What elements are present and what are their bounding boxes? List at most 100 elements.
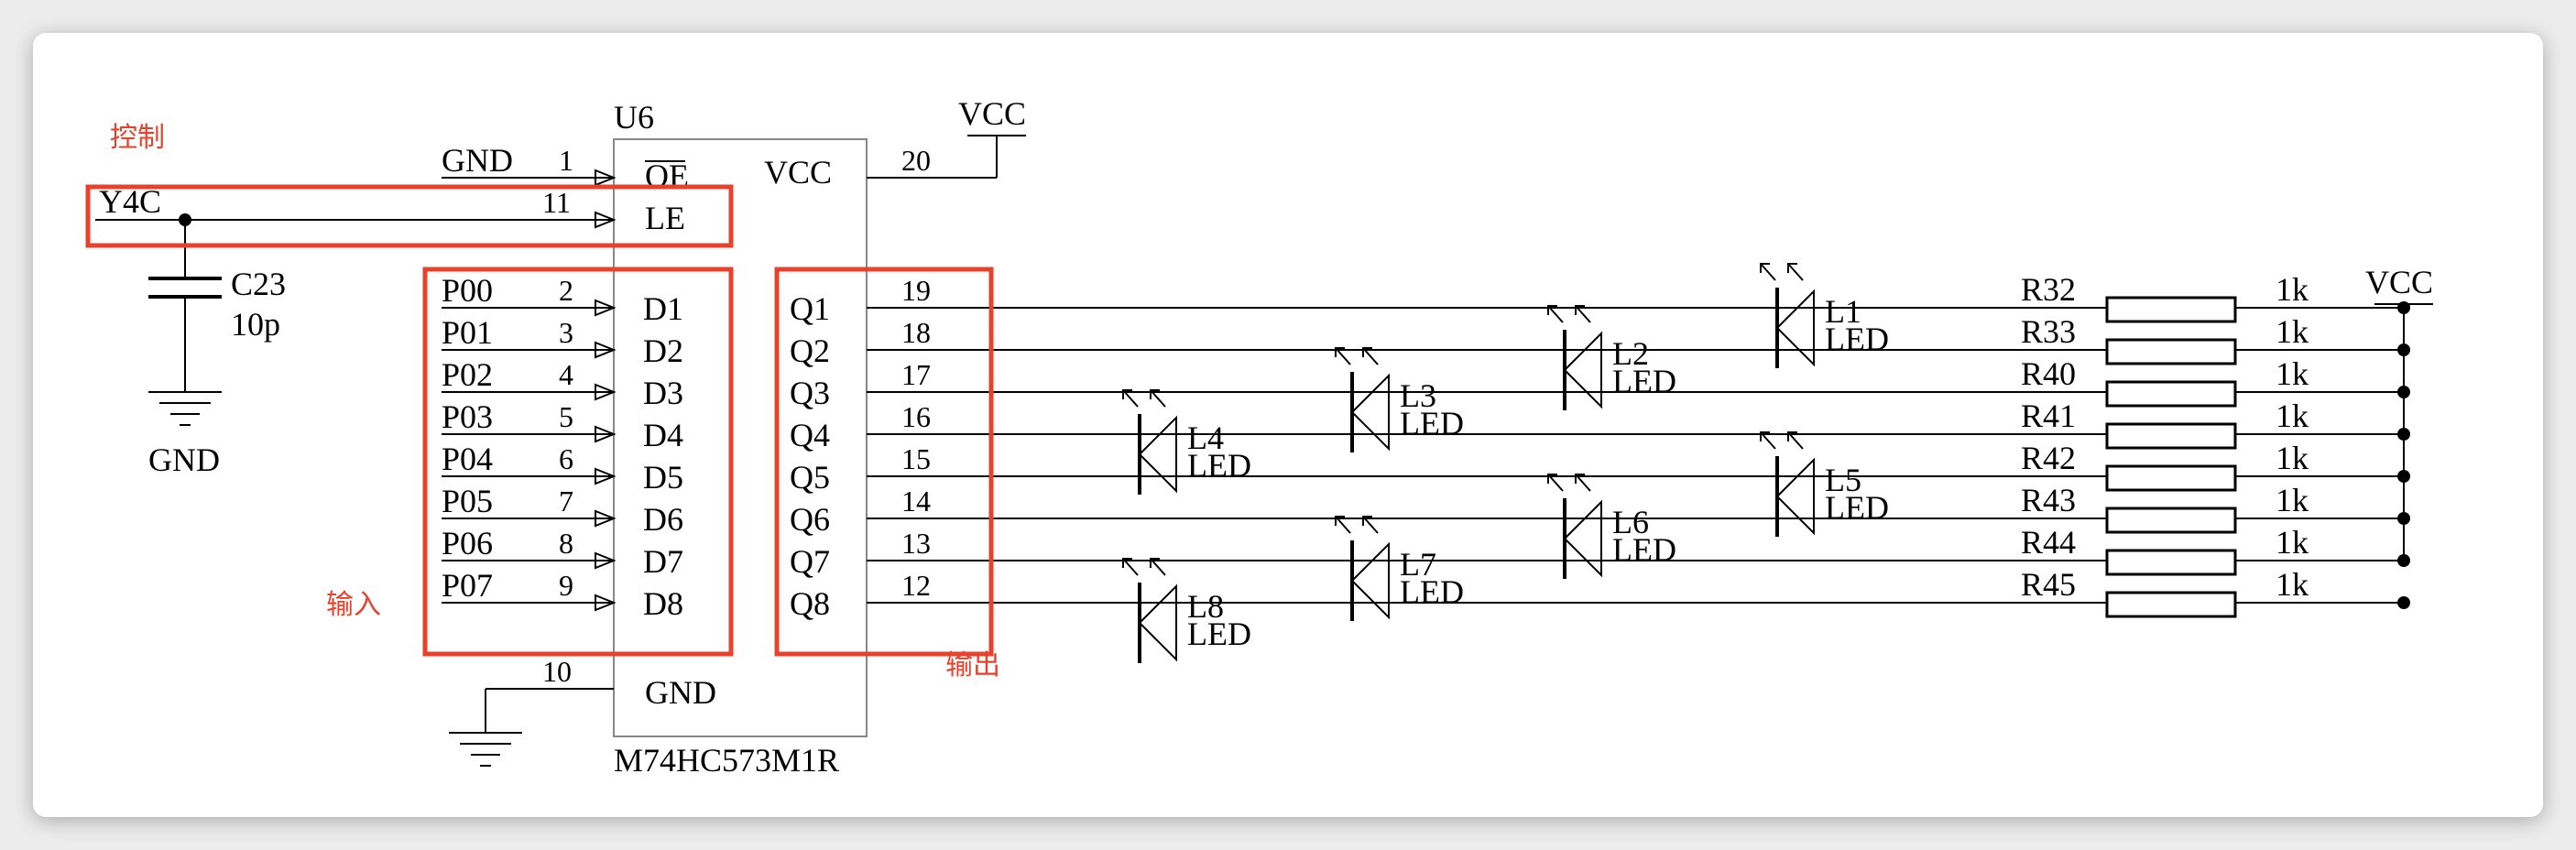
chip-ref: U6 bbox=[614, 99, 654, 136]
output-pin-number: 14 bbox=[901, 485, 931, 518]
pin-arrow bbox=[595, 383, 617, 401]
led-light-arrowhead bbox=[1122, 389, 1132, 399]
led-light-arrow bbox=[1575, 305, 1591, 323]
led-light-arrowhead bbox=[1547, 474, 1557, 484]
resistor-body bbox=[2105, 338, 2237, 365]
led-light-arrow bbox=[1787, 431, 1804, 450]
input-pin-name: D3 bbox=[643, 375, 683, 411]
led-type: LED bbox=[1825, 321, 1889, 357]
resistor-body bbox=[2105, 507, 2237, 534]
input-net-label: P05 bbox=[442, 483, 493, 519]
led-type: LED bbox=[1187, 616, 1251, 652]
input-pin-name: D2 bbox=[643, 332, 683, 369]
output-pin-name: Q1 bbox=[790, 290, 830, 327]
led-light-arrow bbox=[1362, 347, 1379, 365]
chip-gnd-label: GND bbox=[645, 674, 716, 711]
input-net-label: P06 bbox=[442, 525, 493, 561]
le-pin-number: 11 bbox=[542, 186, 571, 219]
cap-ground-label: GND bbox=[148, 441, 220, 478]
resistor-body bbox=[2105, 591, 2237, 618]
pin-arrow bbox=[595, 594, 617, 612]
resistor-ref: R41 bbox=[2021, 398, 2076, 434]
resistor-value: 1k bbox=[2276, 398, 2309, 434]
led-ref: L4 bbox=[1187, 420, 1224, 456]
input-pin-number: 3 bbox=[559, 316, 573, 349]
resistor-ref: R42 bbox=[2021, 440, 2076, 476]
output-pin-name: Q2 bbox=[790, 332, 830, 369]
led-light-arrowhead bbox=[1150, 389, 1160, 399]
cap-ref: C23 bbox=[231, 266, 286, 302]
input-highlight-box bbox=[422, 267, 734, 657]
pin-arrow bbox=[595, 467, 617, 485]
schematic-diagram: U6 M74HC573M1R OE LE VCC GND GND 1 Y4C 1… bbox=[85, 95, 2433, 779]
led-light-arrowhead bbox=[1575, 474, 1585, 484]
control-highlight-box bbox=[85, 184, 734, 248]
led-type: LED bbox=[1825, 489, 1889, 526]
led-triangle bbox=[1775, 289, 1815, 367]
input-pin-number: 7 bbox=[559, 485, 573, 518]
input-net-label: P00 bbox=[442, 272, 493, 309]
resistor-value: 1k bbox=[2276, 355, 2309, 392]
led-triangle bbox=[1563, 331, 1602, 409]
ground-symbol-cap bbox=[148, 391, 222, 426]
led-type: LED bbox=[1400, 573, 1464, 610]
led-type: LED bbox=[1187, 447, 1251, 484]
led-light-arrow bbox=[1575, 474, 1591, 492]
led-ref: L7 bbox=[1400, 546, 1436, 583]
resistor-value: 1k bbox=[2276, 271, 2309, 308]
led-ref: L8 bbox=[1187, 588, 1224, 625]
gnd-pin-number: 10 bbox=[542, 655, 572, 688]
pin-arrow bbox=[595, 341, 617, 359]
output-pin-name: Q8 bbox=[790, 585, 830, 622]
led-triangle bbox=[1138, 583, 1177, 662]
led-light-arrow bbox=[1760, 431, 1776, 450]
led-light-arrowhead bbox=[1787, 431, 1797, 441]
led-light-arrow bbox=[1760, 263, 1776, 281]
led-type: LED bbox=[1612, 531, 1676, 568]
led-light-arrow bbox=[1122, 389, 1139, 408]
ground-symbol-chip bbox=[449, 732, 522, 767]
chip-vcc-label: VCC bbox=[764, 154, 832, 191]
output-pin-number: 17 bbox=[901, 358, 931, 391]
led-ref: L2 bbox=[1612, 335, 1649, 372]
resistor-value: 1k bbox=[2276, 566, 2309, 603]
resistor-ref: R45 bbox=[2021, 566, 2076, 603]
led-light-arrowhead bbox=[1150, 558, 1160, 568]
resistor-body bbox=[2105, 422, 2237, 450]
oe-pin-number: 1 bbox=[559, 144, 573, 177]
control-net-label: Y4C bbox=[99, 183, 161, 220]
led-light-arrow bbox=[1362, 516, 1379, 534]
resistor-ref: R43 bbox=[2021, 482, 2076, 518]
led-light-arrowhead bbox=[1122, 558, 1132, 568]
led-triangle bbox=[1350, 541, 1390, 620]
led-light-arrowhead bbox=[1760, 431, 1770, 441]
output-pin-number: 19 bbox=[901, 274, 931, 307]
input-pin-name: D4 bbox=[643, 417, 683, 453]
resistor-ref: R44 bbox=[2021, 524, 2076, 561]
input-pin-number: 6 bbox=[559, 442, 573, 475]
resistor-body bbox=[2105, 549, 2237, 576]
output-pin-number: 16 bbox=[901, 400, 931, 433]
led-light-arrow bbox=[1122, 558, 1139, 576]
led-light-arrowhead bbox=[1362, 516, 1372, 526]
led-ref: L6 bbox=[1612, 504, 1649, 540]
led-light-arrowhead bbox=[1335, 347, 1345, 357]
input-pin-name: D6 bbox=[643, 501, 683, 538]
input-net-label: P07 bbox=[442, 567, 493, 604]
led-light-arrow bbox=[1150, 389, 1166, 408]
resistor-ref: R32 bbox=[2021, 271, 2076, 308]
